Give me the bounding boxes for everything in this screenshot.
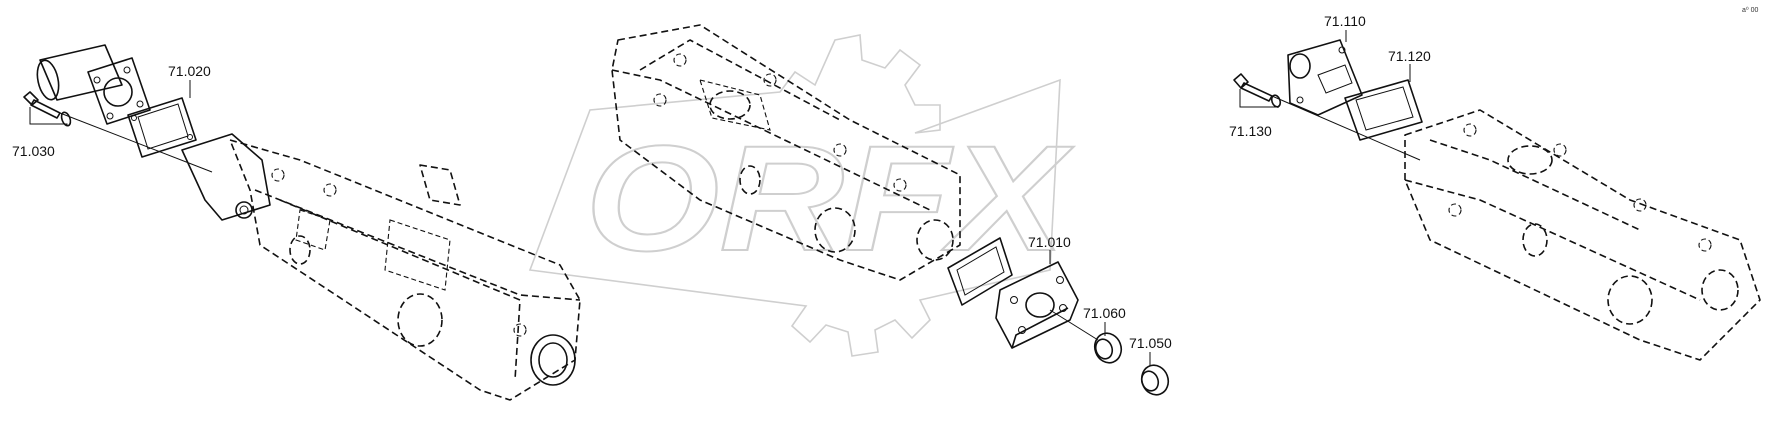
watermark-text: ORFX (585, 114, 1074, 282)
callout-71-120: 71.120 (1388, 48, 1431, 64)
center-assembly (611, 24, 1170, 396)
callout-71-130: 71.130 (1229, 123, 1272, 139)
callout-71-030: 71.030 (12, 143, 55, 159)
corner-mark: a⁰ 00 (1742, 6, 1759, 14)
callout-71-110: 71.110 (1324, 13, 1366, 29)
callout-leaders (29, 30, 1411, 366)
right-assembly (1233, 39, 1761, 361)
callout-71-060: 71.060 (1083, 305, 1126, 321)
left-assembly (23, 44, 581, 401)
watermark-gear-icon (528, 34, 1061, 357)
callout-71-010: 71.010 (1028, 234, 1071, 250)
callout-71-050: 71.050 (1129, 335, 1172, 351)
callout-71-020: 71.020 (168, 63, 211, 79)
